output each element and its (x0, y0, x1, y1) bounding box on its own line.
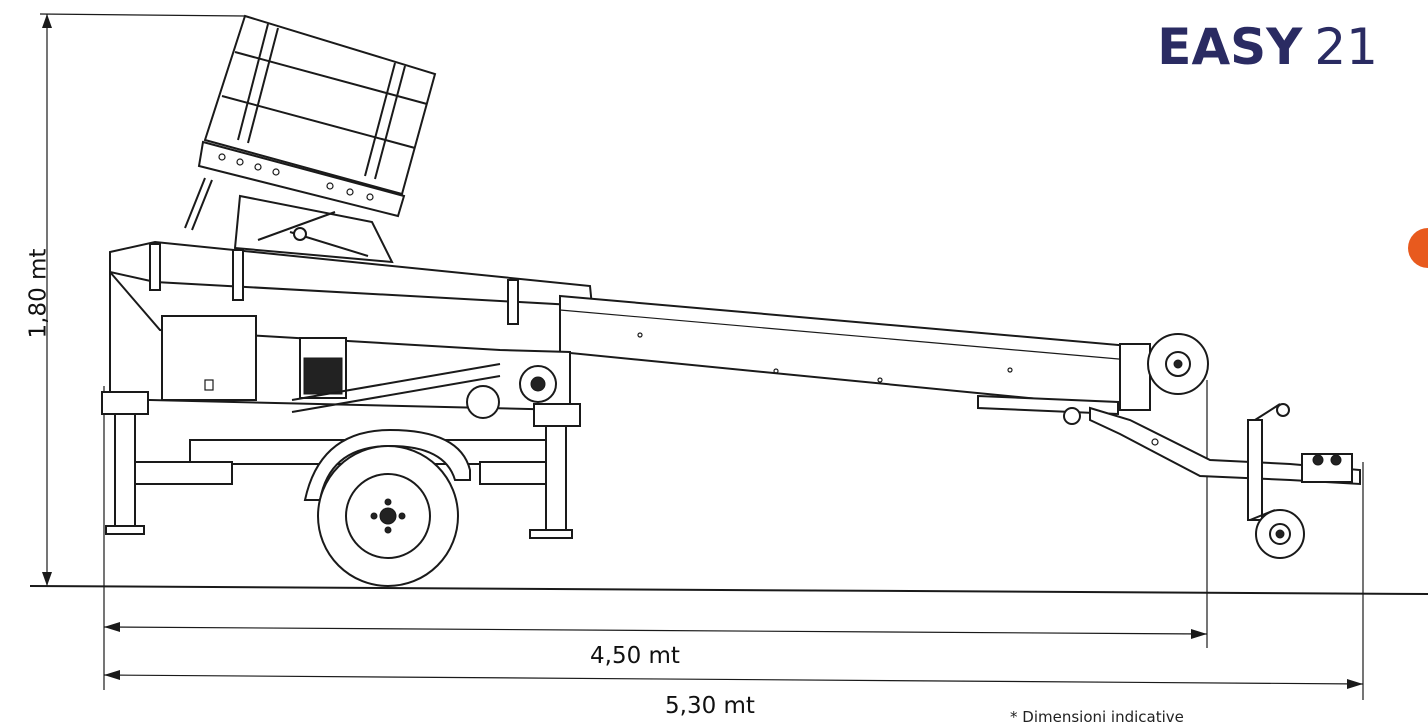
height-label: 1,80 mt (25, 248, 52, 339)
length-total-label: 5,30 mt (665, 693, 755, 719)
outrigger-left (101, 391, 149, 535)
ground-line (29, 585, 1428, 595)
boom-extension (559, 294, 1131, 410)
main-wheel (303, 428, 471, 587)
jib-linkage (184, 177, 394, 264)
jockey-wheel (1247, 403, 1305, 559)
chassis (109, 269, 571, 419)
control-box (161, 315, 257, 401)
footnote: * Dimensioni indicative (1010, 708, 1184, 726)
length-total-dimension (103, 462, 1364, 700)
drawbar (977, 394, 1361, 486)
length-body-label: 4,50 mt (590, 643, 680, 669)
product-brand: EASY (1157, 18, 1303, 76)
boom-head (1119, 333, 1209, 411)
accent-dot (1408, 228, 1428, 268)
hitch (1301, 453, 1353, 483)
product-model: 21 (1314, 18, 1378, 76)
outrigger-right (529, 403, 581, 539)
length-body-dimension (103, 380, 1208, 690)
height-dimension (39, 13, 246, 586)
basket (197, 14, 437, 218)
